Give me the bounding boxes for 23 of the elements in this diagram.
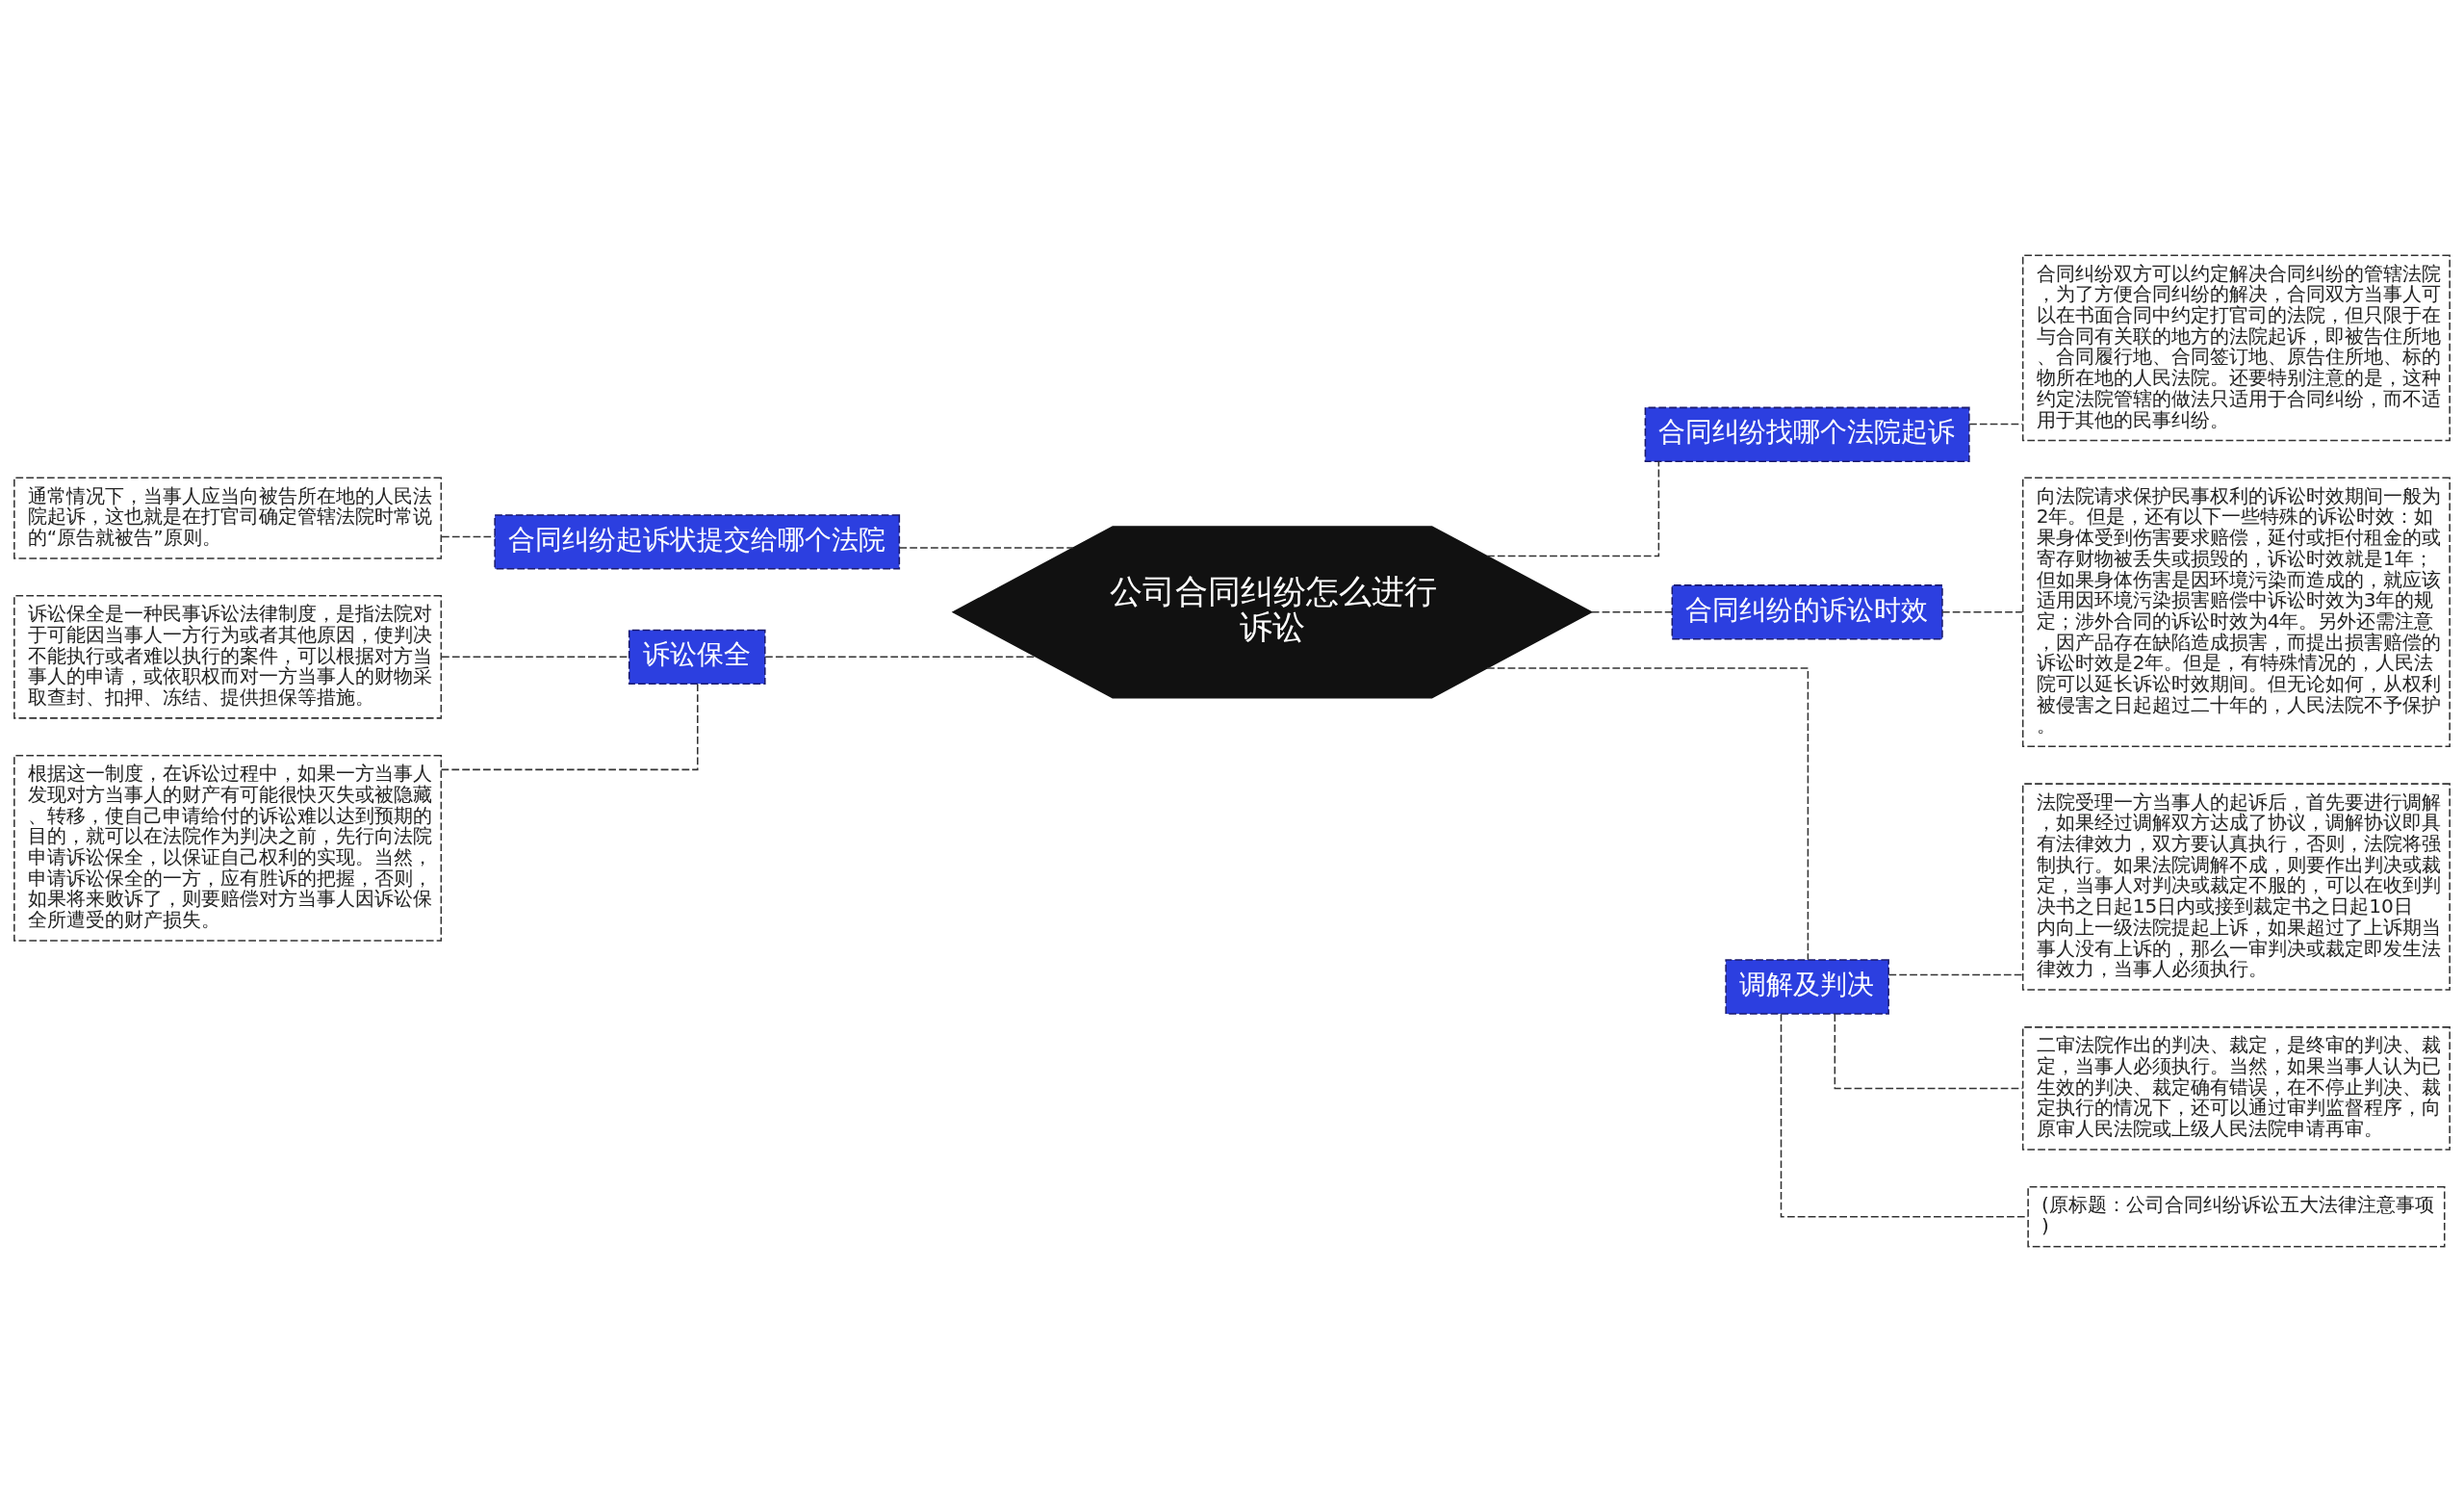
node-box: 合同纠纷双方可以约定解决合同纠纷的管辖法院，为了方便合同纠纷的解决，合同双方当事人可以在书面合同中约定打官司的法院，但只限于在与合同有关联的地方的法院起诉，即被告住所地、合同履行地、合同签订地、原告住所地、标的物所在地的人民法院。还要特别注意的是，这种约定法院管辖的做法只适用于合同纠纷，而不适用于其他的民事纠纷。	[2021, 253, 2451, 441]
connector	[441, 535, 496, 537]
node-box: 通常情况下，当事人应当向被告所在地的人民法院起诉，这也就是在打官司确定管辖法院时常说的“原告就被告”原则。	[13, 476, 443, 559]
connector	[1968, 423, 2023, 425]
node-box: 法院受理一方当事人的起诉后，首先要进行调解，如果经过调解双方达成了协议，调解协议即具有法律效力，双方要认真执行，否则，法院将强制执行。如果法院调解不成，则要作出判决或裁定，当事人对判决或裁定不服的，可以在收到判决书之日起15日内或接到裁定书之日起10日内向上一级法院提起上诉，如果超过了上诉期当事人没有上诉的，那么一审判决或裁定即发生法律效力，当事人必须执行。	[2021, 782, 2451, 991]
node-box: (原标题：公司合同纠纷诉讼五大法律注意事项)	[2027, 1185, 2446, 1248]
node-box: 向法院请求保护民事权利的诉讼时效期间一般为2年。但是，还有以下一些特殊的诉讼时效：如果身体受到伤害要求赔偿，延付或拒付租金的或寄存财物被丢失或损毁的，诉讼时效就是1年；但如果身体伤害是因环境污染而造成的，就应该适用因环境污染损害赔偿中诉讼时效为3年的规定；涉外合同的诉讼时效为4年。另外还需注意，因产品存在缺陷造成损害，而提出损害赔偿的诉讼时效是2年。但是，有特殊情况的，人民法院可以延长诉讼时效期间。但无论如何，从权利被侵害之日起超过二十年的，人民法院不予保护。	[2021, 476, 2451, 747]
connector	[898, 546, 1074, 549]
node-box: 诉讼保全	[628, 629, 766, 685]
node-box: 合同纠纷起诉状提交给哪个法院	[494, 513, 901, 570]
node-box: 诉讼保全是一种民事诉讼法律制度，是指法院对于可能因当事人一方行为或者其他原因，使判决不能执行或者难以执行的案件，可以根据对方当事人的申请，或依职权而对一方当事人的财物采取查封、扣押、冻结、提供担保等措施。	[13, 594, 443, 719]
connector	[1590, 610, 1673, 613]
node-box: 合同纠纷找哪个法院起诉	[1644, 406, 1970, 462]
node-box: 调解及判决	[1725, 958, 1889, 1015]
connector	[1486, 666, 1810, 961]
connector	[1834, 1012, 2024, 1089]
connector	[1941, 610, 2024, 613]
connector	[440, 683, 699, 770]
node-box: 二审法院作出的判决、裁定，是终审的判决、裁定，当事人必须执行。当然，如果当事人认为已生效的判决、裁定确有错误，在不停止判决、裁定执行的情况下，还可以通过审判监督程序，向原审人民法院或上级人民法院申请再审。	[2021, 1025, 2451, 1151]
node-box: 合同纠纷的诉讼时效	[1671, 583, 1943, 639]
node-box: 根据这一制度，在诉讼过程中，如果一方当事人发现对方当事人的财产有可能很快灭失或被隐藏、转移，使自己申请给付的诉讼难以达到预期的目的，就可以在法院作为判决之前，先行向法院申请诉讼保全，以保证自己权利的实现。当然，申请诉讼保全的一方，应有胜诉的把握，否则，如果将来败诉了，则要赔偿对方当事人因诉讼保全所遭受的财产损失。	[13, 754, 443, 942]
connector	[1486, 460, 1660, 556]
connector	[1887, 973, 2024, 975]
